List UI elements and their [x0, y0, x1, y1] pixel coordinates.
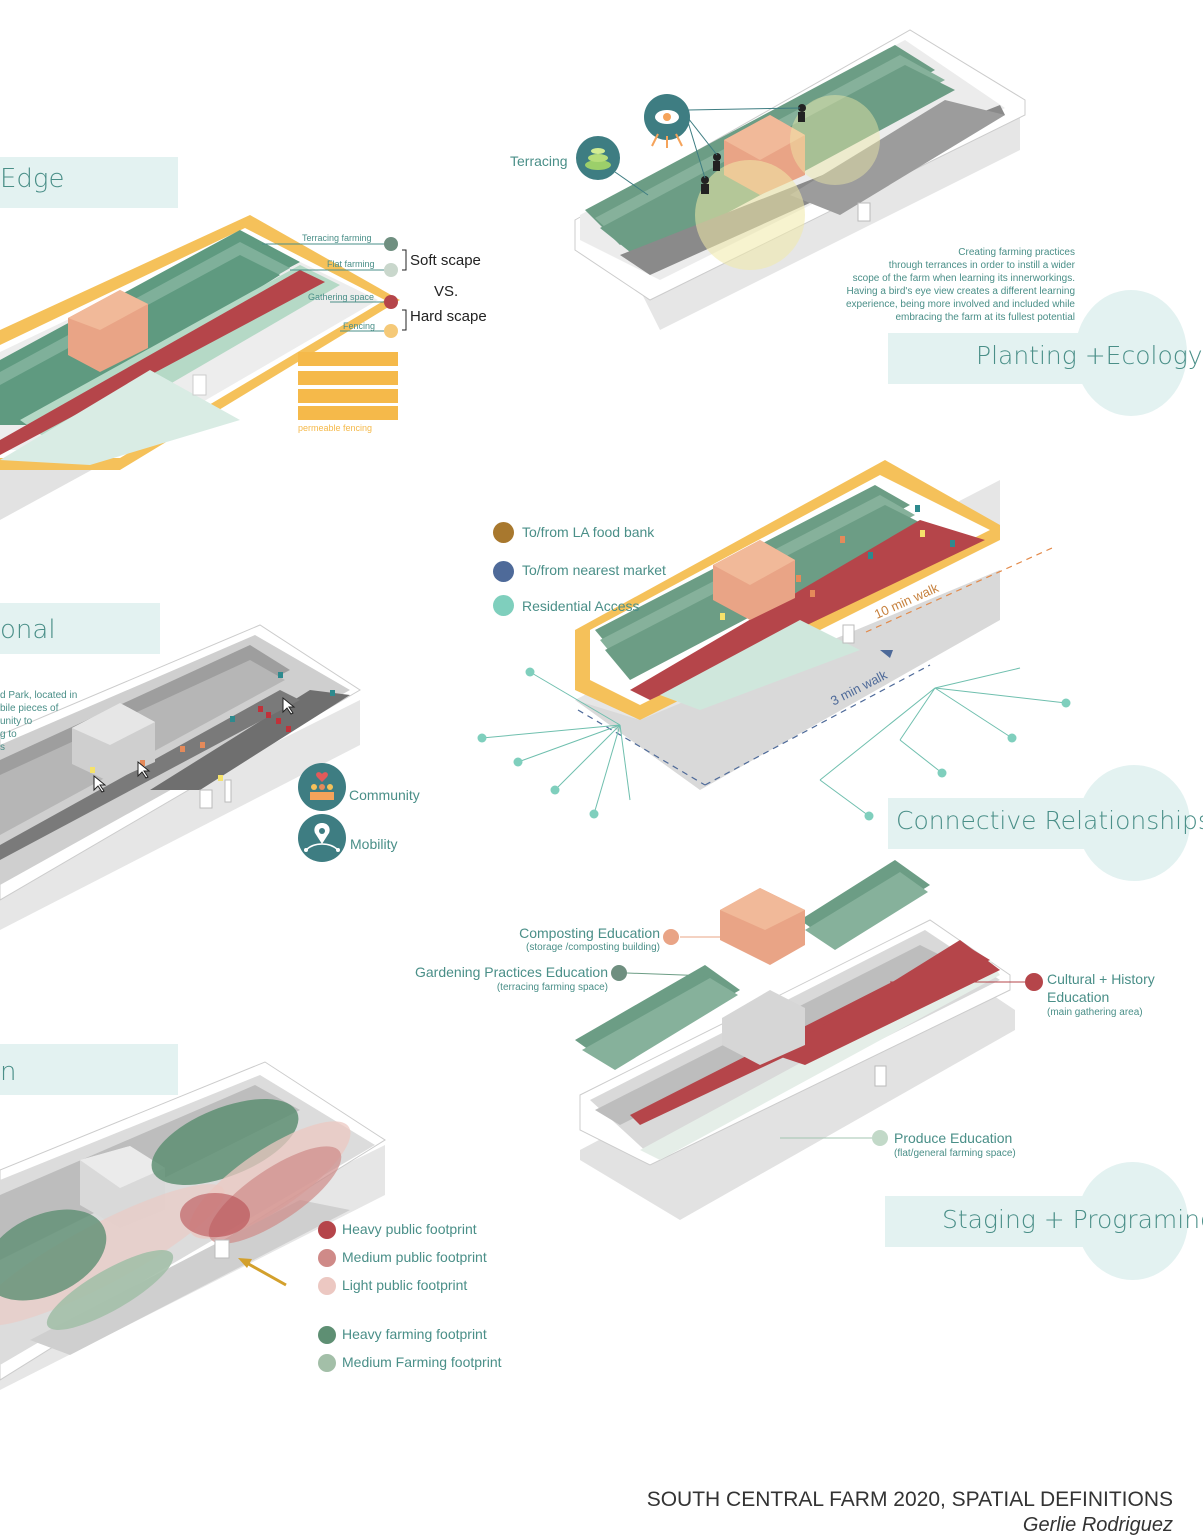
- market-label: To/from nearest market: [522, 562, 666, 578]
- market-dot: [493, 561, 514, 582]
- edge-heading: Edge: [0, 164, 65, 194]
- description-line: bile pieces of: [0, 703, 59, 714]
- community-label: Community: [349, 787, 420, 803]
- onal-heading-band: [0, 603, 160, 654]
- description-line: s: [0, 742, 5, 753]
- description-line: through terrances in order to instill a …: [888, 260, 1075, 271]
- n-heading: n: [0, 1057, 17, 1087]
- produce-label: Produce Education: [894, 1130, 1013, 1146]
- gathering-space-label: Gathering space: [308, 292, 375, 302]
- edge-heading-band: [0, 157, 178, 208]
- terracing-farming-label: Terracing farming: [302, 233, 372, 243]
- cultural-sublabel: (main gathering area): [1047, 1007, 1143, 1018]
- mobility-label: Mobility: [350, 836, 398, 852]
- soft-scape-label: Soft scape: [410, 252, 481, 269]
- footprint-swatch: [318, 1221, 336, 1239]
- permeable-fencing-label: permeable fencing: [298, 423, 373, 433]
- vs-label: VS.: [434, 283, 459, 300]
- connective-heading: Connective Relationships: [896, 806, 1203, 835]
- footer-author: Gerlie Rodriguez: [1022, 1514, 1173, 1536]
- food-bank-dot: [493, 522, 514, 543]
- onal-diagram: [0, 624, 361, 930]
- description-line: d Park, located in: [0, 690, 78, 701]
- planting-description: Creating farming practices through terra…: [846, 246, 1075, 324]
- description-line: unity to: [0, 716, 33, 727]
- connective-heading-band: [888, 798, 1178, 849]
- staging-heading-band: [885, 1196, 1175, 1247]
- description-line: g to: [0, 729, 17, 740]
- footprint-swatch: [318, 1326, 336, 1344]
- composting-sublabel: (storage /composting building): [526, 942, 660, 953]
- heavy-public-label: Heavy public footprint: [342, 1221, 477, 1237]
- planting-heading: Planting +Ecology: [976, 341, 1203, 370]
- onal-description: d Park, located in bile pieces of unity …: [0, 689, 77, 754]
- produce-sublabel: (flat/general farming space): [894, 1148, 1016, 1159]
- n-heading-band: [0, 1044, 178, 1095]
- staging-diagram: [575, 860, 1043, 1220]
- gardening-sublabel: (terracing farming space): [496, 982, 608, 993]
- mobility-icon: [298, 814, 346, 862]
- cultural-label-line1: Cultural + History: [1047, 971, 1155, 987]
- description-line: Creating farming practices: [958, 247, 1075, 258]
- description-line: embracing the farm at its fullest potent…: [895, 312, 1075, 323]
- hard-scape-label: Hard scape: [410, 308, 487, 325]
- footprint-swatch: [318, 1277, 336, 1295]
- heavy-farming-label: Heavy farming footprint: [342, 1326, 487, 1342]
- residential-label: Residential Access: [522, 598, 640, 614]
- residential-dot: [493, 595, 514, 616]
- footer-title: SOUTH CENTRAL FARM 2020, SPATIAL DEFINIT…: [646, 1488, 1173, 1511]
- planting-heading-band: [888, 333, 1158, 384]
- planting-diagram: [574, 29, 1026, 330]
- footprint-swatch: [318, 1354, 336, 1372]
- composting-label: Composting Education: [519, 925, 660, 941]
- edge-diagram: [0, 215, 407, 520]
- footprint-swatch: [318, 1249, 336, 1267]
- light-public-label: Light public footprint: [342, 1277, 468, 1293]
- flat-farming-label: Flat farming: [327, 259, 375, 269]
- community-icon: [298, 763, 346, 811]
- food-bank-label: To/from LA food bank: [522, 524, 655, 540]
- connective-diagram: [477, 460, 1071, 821]
- fencing-label: Fencing: [343, 321, 376, 331]
- onal-heading: onal: [0, 615, 56, 645]
- medium-public-label: Medium public footprint: [342, 1249, 487, 1265]
- staging-heading: Staging + Programing: [942, 1205, 1203, 1234]
- footprint-diagram: [0, 1061, 386, 1390]
- terracing-label: Terracing: [510, 153, 568, 169]
- description-line: Having a bird's eye view creates a diffe…: [846, 286, 1075, 297]
- description-line: experience, being more involved and incl…: [845, 299, 1075, 310]
- medium-farming-label: Medium Farming footprint: [342, 1354, 502, 1370]
- gardening-label: Gardening Practices Education: [415, 964, 608, 980]
- description-line: scope of the farm when learning its inne…: [852, 273, 1075, 284]
- cultural-label-line2: Education: [1047, 989, 1110, 1005]
